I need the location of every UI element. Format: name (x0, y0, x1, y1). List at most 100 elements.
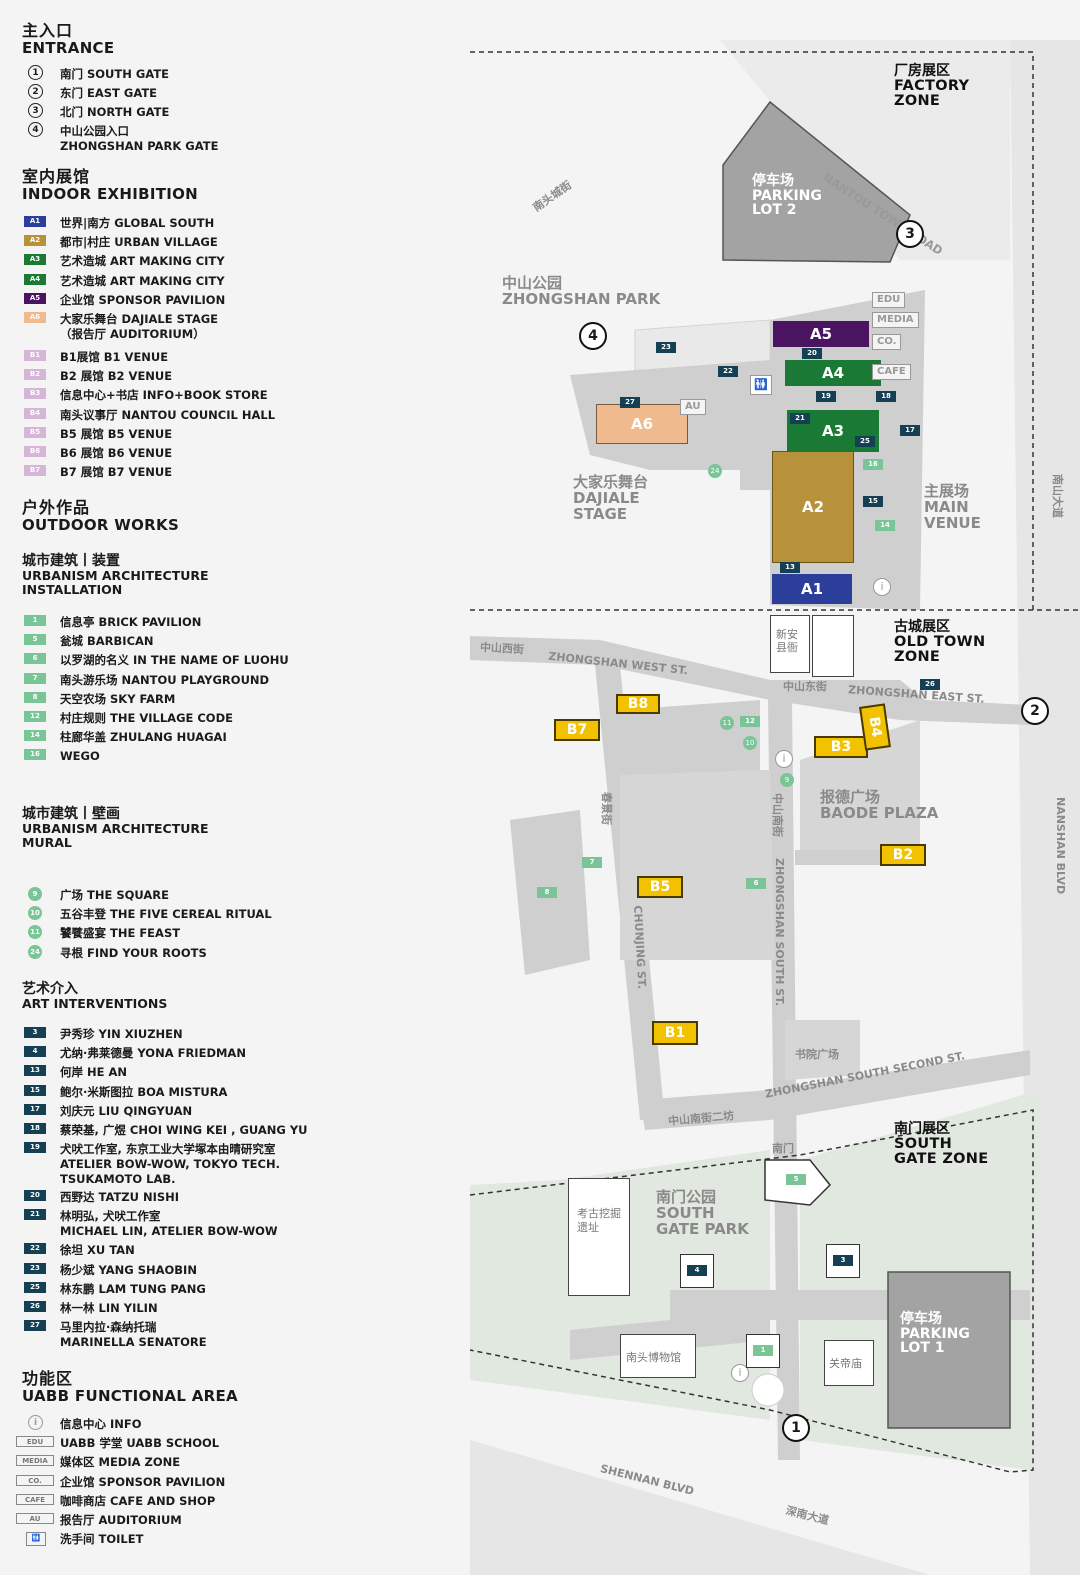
marker-25[interactable]: 25 (855, 436, 875, 447)
marker-21[interactable]: 21 (790, 413, 810, 424)
zhongshan-park-label: 中山公园 ZHONGSHAN PARK (502, 275, 660, 308)
pavilion-a1[interactable]: A1 (772, 574, 852, 604)
pavilion-a5[interactable]: A5 (773, 321, 869, 347)
marker-23[interactable]: 23 (656, 342, 676, 353)
indoor-item-text: 企业馆 SPONSOR PAVILION (60, 292, 226, 307)
marker-12[interactable]: 12 (740, 716, 760, 727)
indoor-item-text2: （报告厅 AUDITORIUM） (60, 327, 205, 341)
facility-au[interactable]: AU (680, 399, 706, 415)
entrance-number-icon: 2 (28, 84, 43, 99)
marker-24[interactable]: 24 (708, 464, 722, 478)
marker-17[interactable]: 17 (900, 425, 920, 436)
facility-co[interactable]: CO. (872, 334, 902, 350)
functional-item-text: UABB 学堂 UABB SCHOOL (60, 1436, 220, 1451)
venue-b7[interactable]: B7 (554, 719, 600, 741)
marker-11[interactable]: 11 (720, 716, 734, 730)
gate-2-marker[interactable]: 2 (1021, 697, 1049, 725)
old-town-block-mid (620, 770, 775, 960)
marker-15[interactable]: 15 (863, 496, 883, 507)
entrance-item-text: 南门 SOUTH GATE (60, 67, 170, 81)
south-park-en2: GATE PARK (656, 1219, 749, 1238)
marker-3: 3 (833, 1255, 853, 1266)
info-icon-south[interactable]: i (731, 1364, 749, 1382)
facility-cafe[interactable]: CAFE (872, 364, 911, 380)
gate-3-marker[interactable]: 3 (896, 220, 924, 248)
venue-b5[interactable]: B5 (637, 876, 683, 898)
installation-number-swatch: 16 (24, 749, 46, 761)
guandi-temple-building: 关帝庙 (824, 1340, 874, 1386)
marker-4-box[interactable]: 4 (680, 1254, 714, 1288)
info-icon-main[interactable]: i (873, 578, 891, 596)
marker-1-box[interactable]: 1 (746, 1334, 780, 1368)
pavilion-a6-label: A6 (630, 415, 654, 433)
factory-zone-en1: FACTORY (894, 77, 970, 94)
gate-4-marker[interactable]: 4 (579, 322, 607, 350)
marker-8[interactable]: 8 (537, 887, 557, 898)
marker-22[interactable]: 22 (718, 366, 738, 377)
baode-en: BAODE PLAZA (820, 803, 939, 822)
marker-3-box[interactable]: 3 (826, 1244, 860, 1278)
installation-item-text: 天空农场 SKY FARM (60, 691, 176, 706)
pavilion-a6[interactable]: A6 (596, 404, 688, 444)
indoor-code-swatch: B2 (24, 369, 46, 381)
marker-5[interactable]: 5 (786, 1174, 806, 1185)
marker-27[interactable]: 27 (620, 397, 640, 408)
entrance-item-text: 东门 EAST GATE (60, 86, 158, 100)
venue-b1[interactable]: B1 (652, 1021, 698, 1045)
art-number-swatch: 21 (24, 1209, 46, 1221)
entrance-heading: 主入口 ENTRANCE (22, 22, 114, 57)
mural-item-text: 广场 THE SQUARE (60, 888, 169, 902)
marker-13[interactable]: 13 (780, 562, 800, 573)
main-venue-label: 主展场 MAIN VENUE (924, 483, 981, 531)
installation-number-swatch: 1 (24, 615, 46, 626)
parking1-en2: LOT 1 (900, 1340, 945, 1357)
venue-b8[interactable]: B8 (616, 694, 660, 714)
marker-26[interactable]: 26 (920, 679, 940, 690)
pavilion-a4[interactable]: A4 (785, 360, 881, 386)
entrance-number-icon: 1 (28, 65, 43, 80)
mural-item-text: 五谷丰登 THE FIVE CEREAL RITUAL (60, 907, 272, 922)
venue-b2[interactable]: B2 (880, 844, 926, 866)
gate-1-marker[interactable]: 1 (782, 1414, 810, 1442)
art-number-swatch: 23 (24, 1262, 46, 1274)
parking-lot-1 (887, 1271, 1011, 1429)
indoor-heading: 室内展馆 INDOOR EXHIBITION (22, 168, 198, 203)
art-item-text: 犬吠工作室, 东京工业大学塚本由晴研究室 (60, 1142, 276, 1157)
pavilion-a2[interactable]: A2 (772, 451, 854, 563)
entrance-heading-en: ENTRANCE (22, 39, 115, 57)
dajiale-stage-label: 大家乐舞台 DAJIALE STAGE (573, 474, 648, 522)
marker-20[interactable]: 20 (802, 348, 822, 359)
installation-item-text: WEGO (60, 749, 100, 764)
info-icon-oldtown[interactable]: i (775, 750, 793, 768)
marker-9[interactable]: 9 (780, 773, 794, 787)
art-item-text: 杨少斌 YANG SHAOBIN (60, 1262, 197, 1277)
marker-16[interactable]: 16 (863, 459, 883, 470)
indoor-item-text: 艺术造城 ART MAKING CITY (60, 254, 225, 269)
south-zone-en2: GATE ZONE (894, 1150, 989, 1167)
mural-number-circle: 11 (28, 925, 42, 940)
marker-14[interactable]: 14 (875, 520, 895, 531)
xinan-yamen-building: 新安县衙 (770, 615, 810, 673)
zs-south-en: ZHONGSHAN SOUTH ST. (773, 858, 786, 1007)
facility-media[interactable]: MEDIA (872, 312, 919, 328)
art-item-text: 林东鹏 LAM TUNG PANG (60, 1281, 206, 1296)
indoor-item-text: B7 展馆 B7 VENUE (60, 465, 173, 480)
marker-6[interactable]: 6 (746, 878, 766, 889)
toilet-icon[interactable]: 🚻 (750, 375, 772, 395)
art-heading: 艺术介入 ART INTERVENTIONS (22, 981, 167, 1011)
art-item-text: 马里内拉·森纳托瑞 (60, 1320, 157, 1335)
factory-zone-boundary (470, 51, 1034, 610)
legend-panel: 主入口 ENTRANCE 1 南门 SOUTH GATE 2 东门 EAST GATE… (0, 0, 470, 1575)
south-park-zh: 南门公园 (656, 1188, 717, 1206)
marker-18[interactable]: 18 (876, 391, 896, 402)
parking-lot-1-label: 停车场 PARKING LOT 1 (900, 1312, 970, 1356)
venue-b3[interactable]: B3 (814, 736, 868, 758)
mural-heading: 城市建筑丨壁画 URBANISM ARCHITECTURE MURAL (22, 806, 209, 850)
facility-edu[interactable]: EDU (872, 292, 906, 308)
oldtown-zone-label: 古城展区 OLD TOWN ZONE (894, 620, 985, 665)
marker-7[interactable]: 7 (582, 857, 602, 868)
marker-19[interactable]: 19 (816, 391, 836, 402)
indoor-code-swatch: B1 (24, 350, 46, 361)
marker-10[interactable]: 10 (743, 736, 757, 750)
entrance-item-text: 中山公园入口 (60, 124, 129, 138)
